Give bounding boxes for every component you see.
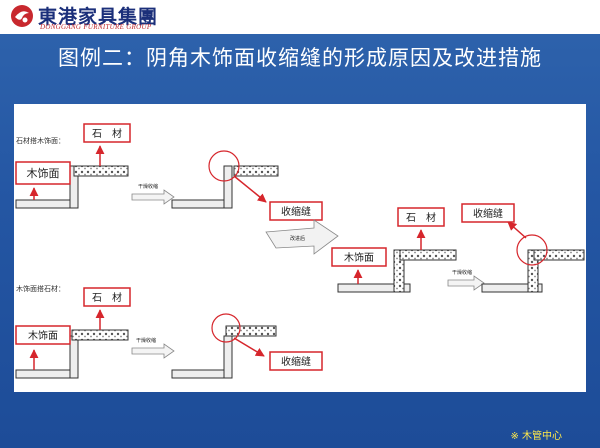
improved-case-shrunk: 收缩缝	[461, 203, 585, 293]
shrink-arrow-text: 干燥收缩	[138, 183, 158, 190]
joint-diagram: 木饰面 石 材 干燥收缩 收缩缝 改进后	[15, 123, 585, 379]
diagram-panel: 木饰面 石 材 干燥收缩 收缩缝 改进后	[14, 104, 586, 392]
gap-highlight	[208, 150, 240, 182]
bottom-shrink-arrow: 干燥收缩	[131, 337, 175, 359]
header-bar: 東港家具集團 DONGGANG FURNITURE GROUP	[0, 0, 600, 34]
bottom-case-shrunk: 收缩缝	[171, 313, 323, 379]
footer-note: ※ 木管中心	[510, 431, 562, 442]
improve-arrow-text: 改进后	[290, 235, 305, 242]
gap-label-bottom: 收缩缝	[281, 355, 311, 368]
company-logo-icon	[11, 5, 33, 27]
top-shrink-arrow: 干燥收缩	[131, 183, 175, 205]
wood-label-bottom: 木饰面	[28, 329, 58, 342]
top-case-original: 木饰面 石 材	[15, 123, 131, 209]
brand-name-en: DONGGANG FURNITURE GROUP	[40, 23, 152, 31]
wood-label-box	[15, 161, 71, 185]
top-case-shrunk: 收缩缝	[171, 150, 323, 221]
improved-case-original: 木饰面 石 材	[331, 207, 457, 293]
shrink-arrow-text-improved: 干燥收缩	[452, 269, 472, 276]
wood-label: 木饰面	[27, 166, 60, 180]
shrink-arrow-text-bottom: 干燥收缩	[136, 337, 156, 344]
brand-name-cn: 東港家具集團	[38, 6, 159, 28]
gap-label-box	[269, 201, 323, 221]
bottom-case-caption: 木饰面搭石材：	[16, 285, 65, 293]
stone-label: 石 材	[92, 127, 122, 140]
gap-label-improved: 收缩缝	[473, 207, 503, 220]
improve-arrow: 改进后	[265, 219, 339, 255]
top-case-caption: 石材搭木饰面：	[16, 137, 65, 145]
improved-shrink-arrow: 干燥收缩	[447, 269, 485, 291]
stone-label-bottom: 石 材	[92, 291, 122, 304]
bottom-case-original: 木饰面 石 材	[15, 287, 131, 379]
stone-slab	[73, 165, 129, 177]
gap-label: 收缩缝	[281, 205, 311, 218]
page-title: 图例二：阴角木饰面收缩缝的形成原因及改进措施	[58, 46, 542, 70]
stone-label-improved: 石 材	[406, 211, 436, 224]
wood-label-improved: 木饰面	[344, 251, 374, 264]
stone-label-box	[83, 123, 131, 143]
